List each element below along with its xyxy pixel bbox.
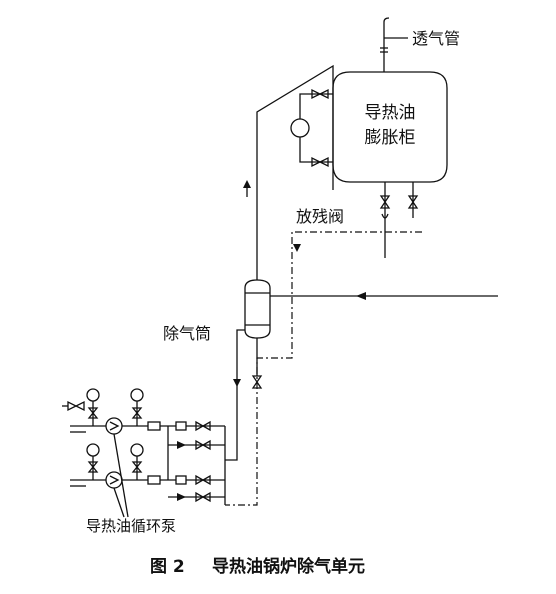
- arrow-icon: [293, 244, 301, 252]
- expansion-tank: 导热油 膨胀柜: [332, 71, 448, 183]
- pump-icon: [105, 417, 123, 435]
- valve-icon: [311, 156, 329, 168]
- drain-valve-label: 放残阀: [296, 207, 344, 226]
- valve-icon: [87, 407, 99, 419]
- figure-number: 图 2: [150, 557, 185, 577]
- tank-drain-pipes: 放残阀: [296, 182, 419, 258]
- pressure-gauge-icon: [130, 388, 144, 402]
- valve-icon: [87, 461, 99, 473]
- vent-pipe: 透气管: [380, 17, 460, 72]
- valve-icon: [195, 420, 211, 432]
- valve-icon: [195, 491, 211, 503]
- pressure-gauge-icon: [290, 118, 310, 138]
- deaerator-label: 除气筒: [163, 324, 211, 343]
- filter-icon: [147, 475, 161, 485]
- pump-icon: [105, 471, 123, 489]
- valve-icon: [67, 400, 85, 412]
- pressure-gauge-icon: [130, 443, 144, 457]
- arrow-icon: [233, 379, 241, 387]
- valve-icon: [131, 407, 143, 419]
- riser-pipe: [256, 64, 334, 282]
- valve-icon: [311, 88, 329, 100]
- level-gauge-loop: [290, 88, 333, 168]
- filter-icon: [175, 421, 187, 431]
- valve-icon: [407, 195, 419, 209]
- pump-group: 导热油循环泵: [62, 388, 226, 535]
- filter-icon: [147, 421, 161, 431]
- drain-line: [225, 231, 422, 506]
- check-valve-icon: [177, 441, 186, 449]
- expansion-tank-label-line2: 膨胀柜: [365, 128, 416, 148]
- deaerator: 除气筒: [163, 279, 271, 343]
- filter-icon: [175, 475, 187, 485]
- valve-icon: [195, 474, 211, 486]
- valve-icon: [131, 461, 143, 473]
- figure-title: 导热油锅炉除气单元: [212, 556, 365, 577]
- circulation-pump-label: 导热油循环泵: [86, 517, 176, 535]
- suction-pipe: [225, 329, 245, 461]
- arrow-icon: [356, 292, 366, 300]
- arrow-icon: [243, 180, 251, 188]
- valve-icon: [195, 439, 211, 451]
- expansion-tank-label-line1: 导热油: [365, 103, 416, 123]
- valve-icon: [251, 375, 263, 389]
- pressure-gauge-icon: [86, 443, 100, 457]
- pressure-gauge-icon: [86, 388, 100, 402]
- vent-pipe-label: 透气管: [412, 29, 460, 48]
- check-valve-icon: [177, 493, 186, 501]
- drain-valve-icon: [379, 195, 391, 209]
